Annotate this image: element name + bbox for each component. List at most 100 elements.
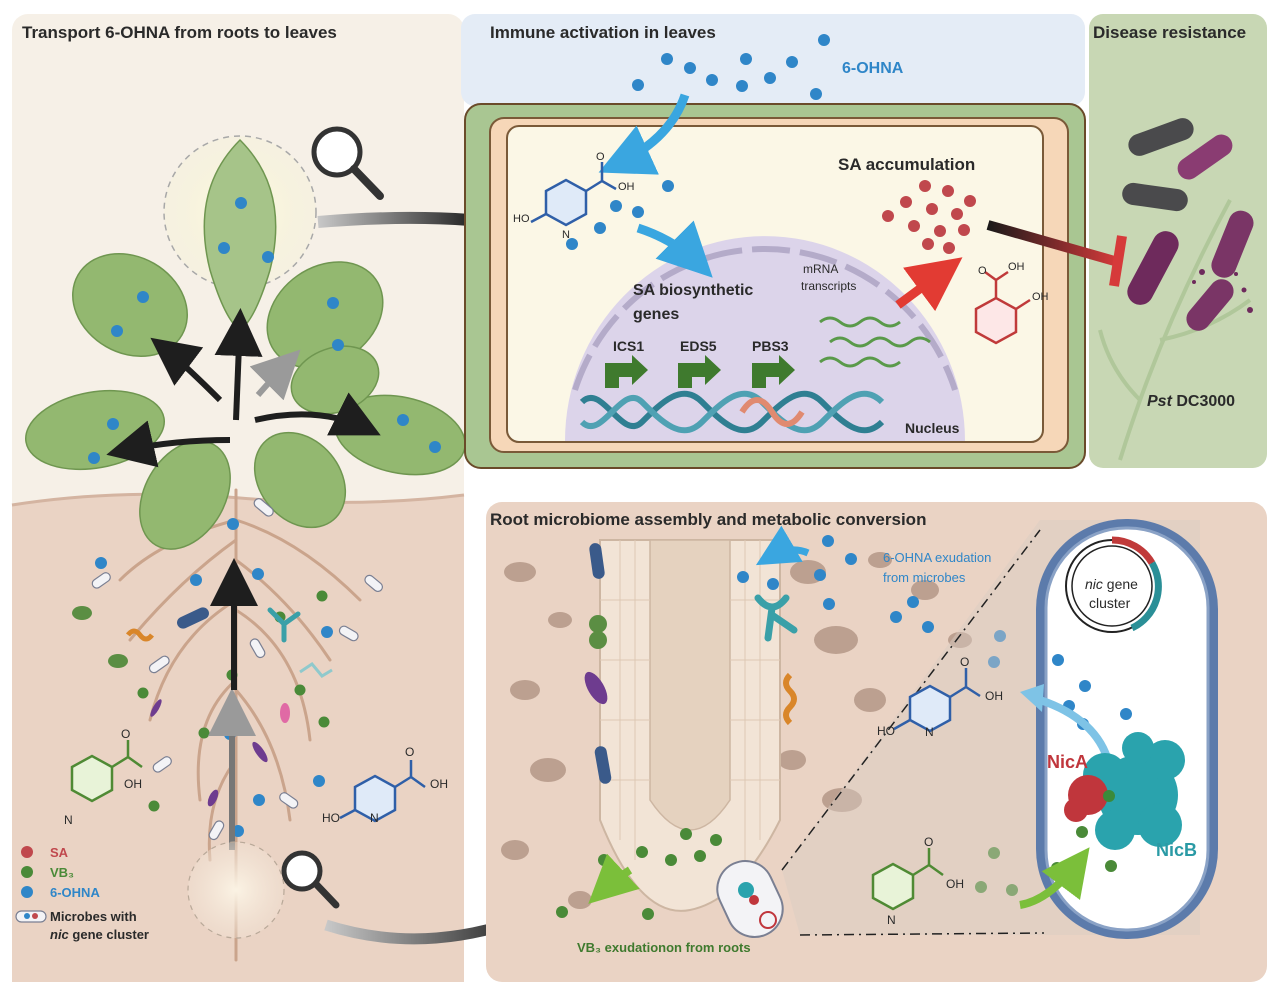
soil-particles	[501, 552, 972, 909]
nicb-label: NicB	[1156, 840, 1197, 860]
vb3-uptake-arrow	[1019, 847, 1090, 909]
vb3-exudation-arrow	[588, 853, 640, 904]
lysis-debris	[1192, 269, 1253, 313]
cluster-label: cluster	[1089, 595, 1131, 611]
damaged-bacterium	[1211, 210, 1254, 278]
curved-bacterium	[584, 671, 608, 705]
microbiome-panel-title: Root microbiome assembly and metabolic c…	[490, 510, 926, 529]
disease-panel-title: Disease resistance	[1093, 23, 1246, 42]
nic-gene-segment-teal	[1130, 561, 1162, 632]
curved-bacterium	[207, 789, 219, 807]
sa-o-atom: O	[978, 265, 987, 277]
root-vasculature	[649, 539, 731, 831]
rhizosphere-6-ohna-dots	[737, 535, 1006, 668]
soil-surface-line	[11, 492, 465, 507]
bacterium	[1122, 182, 1188, 212]
microbiome-ohna-oh-group: OH	[985, 689, 1003, 703]
inhibition-bar	[1109, 235, 1127, 287]
sa-genes-label-line1: SA biosynthetic	[633, 282, 753, 299]
soil-vb3-dots	[137, 590, 330, 812]
nic-microbes	[91, 498, 383, 841]
nicb-enzyme	[1083, 732, 1185, 850]
soil-layer	[12, 494, 464, 982]
6-ohna-release-arrow-head	[1020, 684, 1044, 712]
upward-transport-arrows	[106, 308, 381, 850]
microbiome-vb3-n-atom: N	[887, 913, 896, 927]
spiral-bacterium	[126, 628, 154, 642]
microbiome-vb3-structure: O OH N	[871, 835, 964, 927]
nic-gene-segment-red	[1111, 536, 1156, 565]
coccus-bacterium	[589, 615, 607, 633]
magnifier-icon	[281, 850, 340, 909]
cell-ohna-n-atom: N	[562, 229, 570, 241]
legend-microbe-dot	[32, 913, 38, 919]
damaged-bacterium	[1186, 279, 1234, 331]
ohna-oh-group: OH	[430, 777, 448, 791]
legend: SA VB₃ 6-OHNA Microbes with nic gene clu…	[15, 845, 149, 942]
microbiome-ohna-o-atom: O	[960, 655, 969, 669]
rod-bacterium	[589, 543, 605, 579]
legend-6-ohna-swatch	[21, 886, 33, 898]
ohna-n-atom: N	[370, 811, 379, 825]
legend-microbe-dot	[24, 913, 30, 919]
disease-panel: Disease resistance Pst DC3000	[986, 14, 1267, 468]
legend-sa-swatch	[21, 846, 33, 858]
soil-6-ohna-structure: O OH HO N	[322, 745, 448, 825]
pathogen-bacteria	[1122, 118, 1254, 331]
zoom-arrow-leaf	[317, 211, 471, 228]
coccus-bacterium	[72, 606, 92, 620]
root-zoom-highlight	[187, 841, 285, 939]
microbiome-panel: Root microbiome assembly and metabolic c…	[486, 502, 1267, 982]
cytoplasm-6-ohna-dots	[566, 180, 674, 250]
legend-microbe-label-line1: Microbes with	[50, 909, 137, 924]
apoplast-6-ohna-dots	[632, 34, 830, 100]
mrna-label-line2: transcripts	[801, 279, 856, 293]
legend-6-ohna-label: 6-OHNA	[50, 885, 100, 900]
promoter-arrows	[605, 355, 795, 388]
legend-sa-label: SA	[50, 845, 69, 860]
immune-panel: Immune activation in leaves 6-OHNA Nucle…	[461, 14, 1086, 469]
mrna-label-line1: mRNA	[803, 262, 838, 276]
gene-label-ics1: ICS1	[613, 338, 644, 354]
vb3-n-atom: N	[64, 813, 73, 827]
cell-ohna-oh-group: OH	[618, 181, 635, 193]
curved-bacterium	[150, 699, 162, 717]
nuclear-entry-arrow	[636, 220, 713, 278]
mrna-transcripts	[819, 316, 931, 368]
transport-panel-title: Transport 6-OHNA from roots to leaves	[22, 23, 337, 42]
nicb-protein-mini	[738, 882, 754, 898]
zoom-line-lower	[799, 932, 1045, 936]
cell-ohna-o-atom: O	[596, 151, 605, 163]
fungal-hyphae	[267, 607, 301, 643]
microbiome-vb3-o-atom: O	[924, 835, 933, 849]
microbiome-6-ohna-structure: O OH HO N	[877, 655, 1003, 739]
nica-protein-mini	[749, 895, 759, 905]
vb3-structure: O OH N	[64, 727, 143, 827]
transport-panel: Transport 6-OHNA from roots to leaves	[11, 14, 466, 982]
entry-arrow	[598, 93, 690, 175]
soil-microbes	[72, 498, 383, 841]
ohna-ho-group: HO	[322, 811, 340, 825]
root-cell-lines	[600, 540, 780, 860]
6-ohna-label: 6-OHNA	[842, 60, 904, 77]
immune-panel-banner	[461, 14, 1085, 106]
ohna-o-atom: O	[405, 745, 414, 759]
dna-helix	[579, 390, 885, 434]
cell-6-ohna-structure: O OH HO N	[513, 151, 635, 241]
cell-ohna-ho-group: HO	[513, 213, 530, 225]
legend-vb3-swatch	[21, 866, 33, 878]
fungal-hyphae	[299, 662, 333, 678]
immune-panel-title: Immune activation in leaves	[490, 23, 716, 42]
enzyme-active-site	[1103, 790, 1115, 802]
sa-oh-group-2: OH	[1032, 291, 1049, 303]
nuclear-envelope	[572, 246, 958, 391]
sa-dots	[882, 180, 976, 254]
legend-vb3-label: VB₃	[50, 865, 74, 880]
coccus-bacterium	[589, 631, 607, 649]
nica-enzyme	[1064, 775, 1108, 822]
nucleus-label: Nucleus	[905, 420, 960, 436]
sa-structure: O OH OH	[974, 261, 1049, 345]
inhibition-line	[986, 220, 1120, 267]
